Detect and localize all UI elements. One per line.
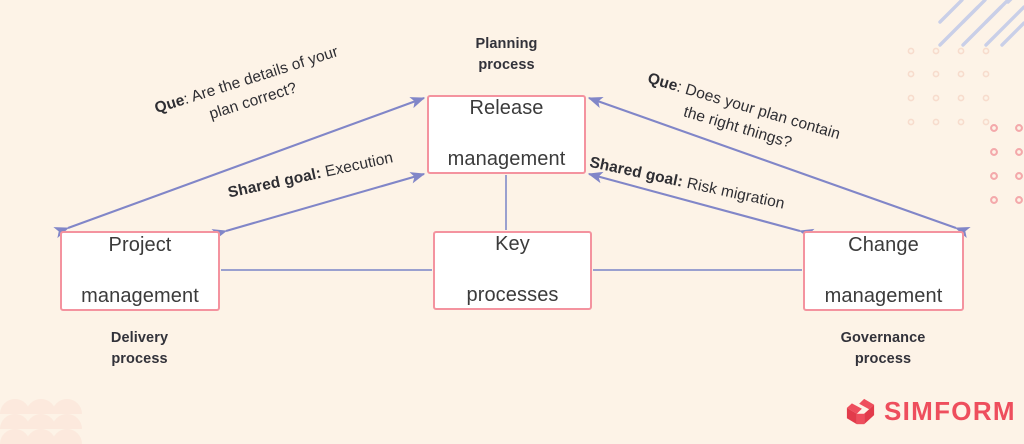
arrow-change-release-sharedgoal <box>587 171 815 241</box>
arrow-project-release-question <box>53 97 426 239</box>
arrow-change-release-question <box>587 96 971 239</box>
decor-dot-grid-faint <box>907 47 990 126</box>
decor-diagonal-hatch <box>938 0 1024 47</box>
decor-arch-pattern <box>0 399 82 444</box>
simform-s-mark-icon <box>846 398 875 425</box>
decor-dot-grid-strong <box>990 124 1023 204</box>
simform-wordmark: SIMFORM <box>884 396 1016 426</box>
arrow-project-release-sharedgoal <box>211 172 426 241</box>
caption-delivery-process: Delivery process <box>110 330 169 367</box>
simform-logo: SIMFORM <box>846 396 1016 427</box>
connector-lines <box>221 175 802 271</box>
caption-governance-process: Governance process <box>840 330 926 367</box>
caption-planning-process: Planning process <box>475 36 538 73</box>
